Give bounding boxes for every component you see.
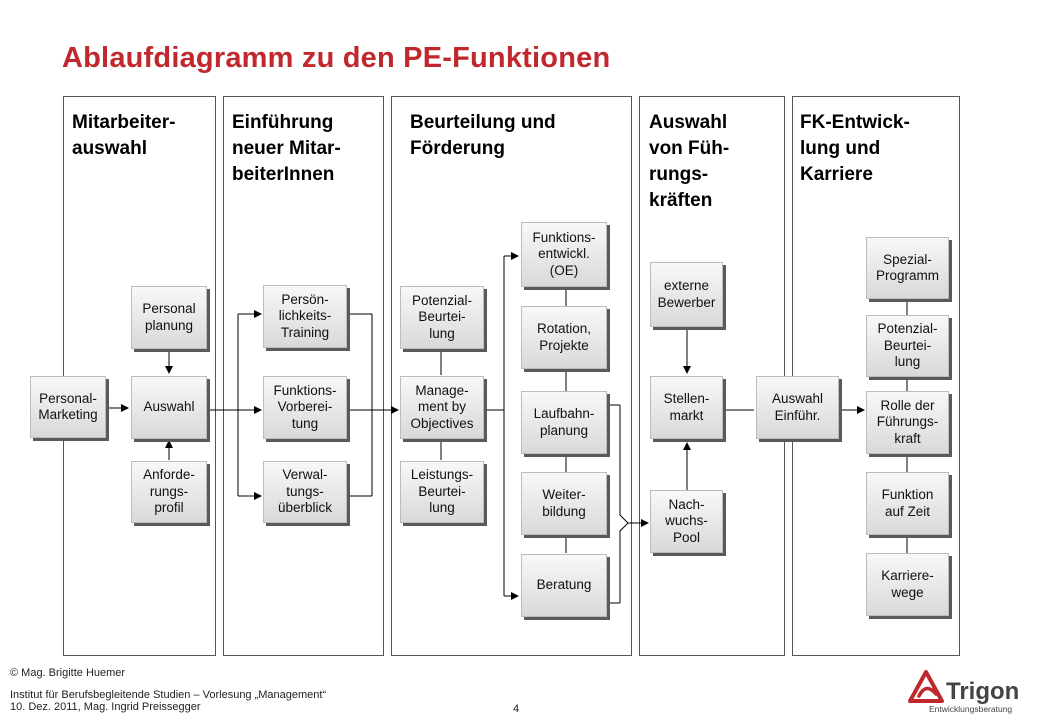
box-persoenlichkeits-training: Persön- lichkeits- Training [263,285,347,348]
trigon-logo-icon [908,670,944,703]
box-verwaltungsueberblick: Verwal- tungs- überblick [263,461,347,523]
box-stellenmarkt: Stellen- markt [650,376,723,439]
box-beratung: Beratung [521,554,607,617]
box-weiterbildung: Weiter- bildung [521,472,607,535]
footer-institute: Institut für Berufsbegleitende Studien –… [10,689,327,701]
box-funktionsentwicklung: Funktions- entwickl. (OE) [521,222,607,287]
column-header-fk-entwicklung: FK-Entwick- lung und Karriere [800,112,910,185]
logo-wordmark: Trigon [946,678,1020,705]
box-leistungs-beurteilung: Leistungs- Beurtei- lung [400,461,484,523]
column-header-fuehrungskraefte: Auswahl von Füh- rungs- kräften [649,112,730,211]
box-funktions-vorbereitung: Funktions- Vorberei- tung [263,376,347,439]
box-nachwuchs-pool: Nach- wuchs- Pool [650,490,723,553]
logo-subtitle: Entwicklungsberatung [929,704,1013,714]
box-auswahl-einfuehrung: Auswahl Einführ. [756,376,839,439]
line-foerderung-merge [619,405,629,603]
column-header-mitarbeiterauswahl: Mitarbeiter- auswahl [72,112,176,159]
box-personal-marketing: Personal- Marketing [30,376,106,438]
box-anforderungsprofil: Anforde- rungs- profil [131,461,207,523]
box-potenzial-beurteilung: Potenzial- Beurtei- lung [400,286,484,349]
box-karrierewege: Karriere- wege [866,553,949,616]
box-auswahl: Auswahl [131,376,207,439]
box-personalplanung: Personal planung [131,286,207,349]
box-funktion-auf-zeit: Funktion auf Zeit [866,472,949,535]
box-externe-bewerber: externe Bewerber [650,262,723,327]
box-rolle-fuehrungskraft: Rolle der Führungs- kraft [866,391,949,454]
box-fk-potenzial-beurteilung: Potenzial- Beurtei- lung [866,315,949,377]
box-laufbahnplanung: Laufbahn- planung [521,391,607,454]
footer-copyright: © Mag. Brigitte Huemer [10,667,126,679]
footer-date-author: 10. Dez. 2011, Mag. Ingrid Preissegger [10,701,201,713]
box-rotation-projekte: Rotation, Projekte [521,306,607,369]
column-header-beurteilung: Beurteilung und Förderung [410,112,556,159]
box-spezial-programm: Spezial- Programm [866,237,949,299]
box-management-by-objectives: Manage- ment by Objectives [400,376,484,439]
column-header-einfuehrung: Einführung neuer Mitar- beiterInnen [232,112,341,185]
footer-page-number: 4 [513,703,520,715]
page-title: Ablaufdiagramm zu den PE-Funktionen [62,42,611,74]
